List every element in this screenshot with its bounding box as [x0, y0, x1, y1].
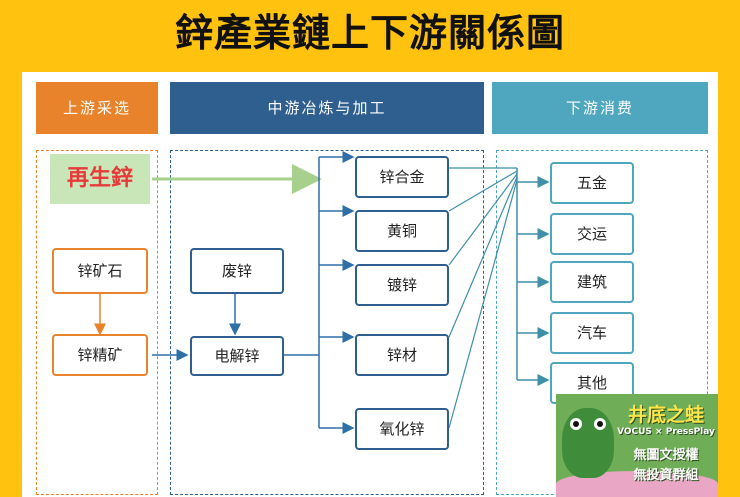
- watermark-name: 井底之蛙: [627, 404, 704, 426]
- connector-lines: [94, 151, 550, 434]
- watermark-line-1: 無圖文授權: [633, 448, 699, 463]
- hardware-node: 五金: [550, 162, 634, 204]
- brass-node: 黄铜: [355, 210, 449, 252]
- frog-eye-icon: [594, 418, 606, 430]
- zinc-oxide-node: 氧化锌: [355, 408, 449, 450]
- galvanizing-node: 镀锌: [355, 264, 449, 306]
- products-to-consumers-lines: [448, 167, 518, 429]
- zinc-material-node: 锌材: [355, 334, 449, 376]
- midstream-header: 中游冶炼与加工: [170, 82, 484, 134]
- watermark-brand: VOCUS × PressPlay: [617, 427, 715, 437]
- watermark-logo: 井底之蛙 VOCUS × PressPlay 無圖文授權 無投資群組: [556, 394, 718, 497]
- watermark-line-2: 無投資群組: [633, 468, 699, 483]
- diagram-panel: 上游采选 中游冶炼与加工 下游消费: [22, 72, 718, 497]
- transport-node: 交运: [550, 213, 634, 255]
- electrolytic-zinc-node: 电解锌: [190, 336, 284, 376]
- frog-eye-icon: [570, 418, 582, 430]
- upstream-header: 上游采选: [36, 82, 158, 134]
- frog-icon: [562, 408, 614, 478]
- page-title: 鋅產業鏈上下游關係圖: [174, 11, 565, 55]
- recycled-zinc-label: 再生鋅: [50, 154, 150, 204]
- zinc-ore-node: 锌矿石: [52, 248, 148, 294]
- upstream-frame: [36, 150, 158, 495]
- zinc-alloy-node: 锌合金: [355, 156, 449, 198]
- downstream-header: 下游消费: [492, 82, 708, 134]
- auto-node: 汽车: [550, 312, 634, 354]
- zinc-concentrate-node: 锌精矿: [52, 334, 148, 376]
- scrap-zinc-node: 废锌: [190, 248, 284, 294]
- midstream-frame: [170, 150, 484, 495]
- construction-node: 建筑: [550, 261, 634, 303]
